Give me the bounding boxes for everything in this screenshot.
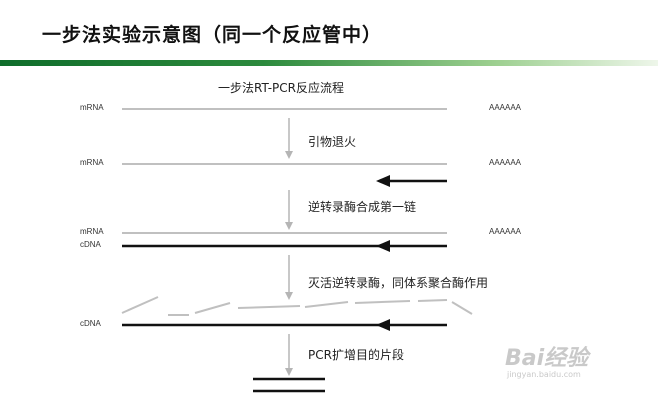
title-rule — [0, 60, 658, 66]
mrna-label-2: mRNA — [80, 158, 104, 167]
step-label-pcr: PCR扩增目的片段 — [308, 348, 404, 362]
step-label-annealing: 引物退火 — [308, 135, 357, 149]
polya-label-3: AAAAAA — [489, 227, 522, 236]
cdna-label-2: cDNA — [80, 319, 101, 328]
cdna-arrowhead-2 — [376, 319, 390, 331]
mrna-label-1: mRNA — [80, 103, 104, 112]
cdna-arrowhead-1 — [376, 240, 390, 252]
primer-arrowhead — [376, 175, 390, 187]
mrna-label-3: mRNA — [80, 227, 104, 236]
step-label-inactivation: 灭活逆转录酶，同体系聚合酶作用 — [308, 276, 489, 290]
watermark-url: jingyan.baidu.com — [507, 370, 581, 379]
cdna-label-1: cDNA — [80, 240, 101, 249]
polya-label-2: AAAAAA — [489, 158, 522, 167]
flow-title: 一步法RT-PCR反应流程 — [218, 81, 344, 95]
baidu-jingyan-watermark: Bai经验 jingyan.baidu.com — [505, 340, 589, 379]
slide-title: 一步法实验示意图（同一个反应管中） — [42, 24, 383, 46]
degraded-mrna-fragments — [121, 296, 473, 316]
watermark-logo: Bai经验 — [505, 346, 589, 371]
polya-label-1: AAAAAA — [489, 103, 522, 112]
step-label-first-strand: 逆转录酶合成第一链 — [308, 200, 417, 214]
